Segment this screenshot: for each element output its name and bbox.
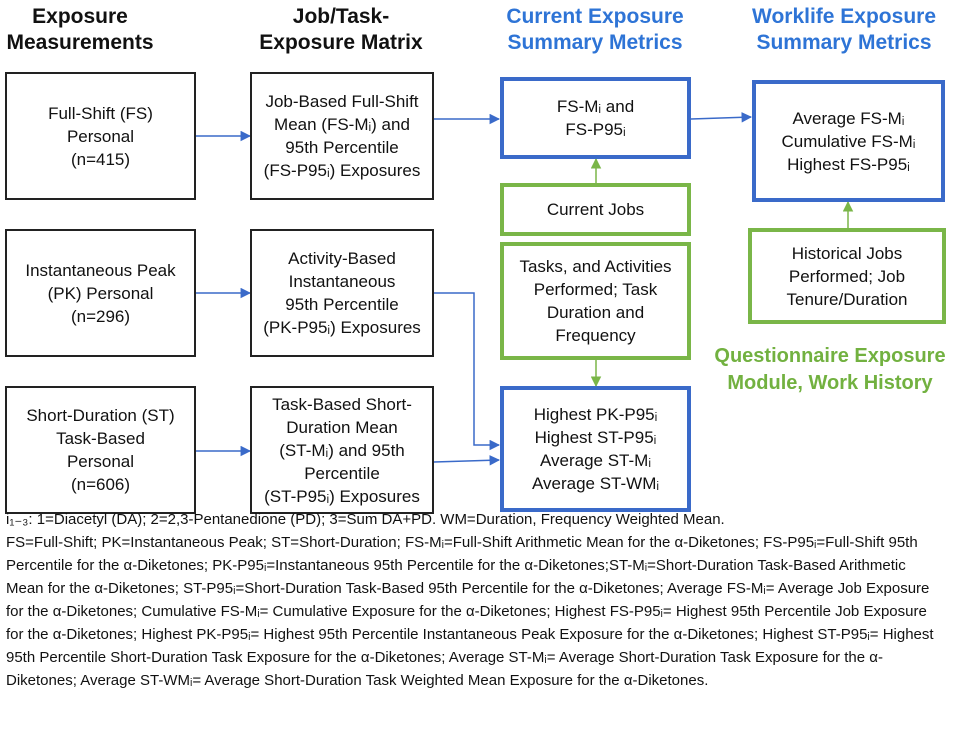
box-line: Duration and — [546, 303, 645, 322]
connector-arrows — [196, 112, 854, 466]
box-line: Short-Duration (ST) — [26, 406, 175, 425]
box-matrix-fs: Job-Based Full-Shift Mean (FS-Mᵢ) and 95… — [250, 72, 434, 200]
footnote-subscripts: i₁₋₃: 1=Diacetyl (DA); 2=2,3-Pentanedion… — [6, 511, 725, 528]
box-line: Frequency — [555, 326, 636, 345]
box-line: Percentile — [304, 463, 380, 483]
box-line: Average FS-Mᵢ — [792, 108, 905, 128]
box-line: (PK) Personal — [47, 283, 154, 303]
footnote-definitions: FS=Full-Shift; PK=Instantaneous Peak; ST… — [6, 534, 934, 689]
box-line: (n=606) — [70, 475, 131, 494]
box-line: (ST-P95ᵢ) Exposures — [264, 486, 420, 506]
box-line: Historical Jobs — [791, 243, 903, 263]
box-line: Tenure/Duration — [786, 289, 908, 309]
box-line: Task-Based Short- — [272, 394, 412, 414]
box-line: (ST-Mᵢ) and 95th — [279, 440, 405, 460]
questionnaire-line: Module, Work History — [727, 372, 933, 394]
header-line: Summary Metrics — [507, 31, 683, 54]
box-line: Personal — [66, 452, 135, 471]
box-line: (PK-P95ᵢ) Exposures — [263, 318, 421, 337]
header-exposure-measurements: Exposure Measurements — [0, 4, 160, 56]
box-tasks-activities: Tasks, and Activities Performed; Task Du… — [500, 242, 691, 360]
header-line: Current Exposure — [506, 5, 684, 28]
box-current-fs-metrics: FS-Mᵢ and FS-P95ᵢ — [500, 77, 691, 159]
box-line: FS-Mᵢ and — [556, 97, 635, 116]
box-line: Average ST-WMᵢ — [531, 474, 660, 493]
box-line: Task-Based — [56, 429, 145, 448]
box-line: Average ST-Mᵢ — [539, 451, 651, 470]
box-matrix-pk: Activity-Based Instantaneous 95th Percen… — [250, 229, 434, 357]
questionnaire-label: Questionnaire Exposure Module, Work Hist… — [700, 343, 957, 397]
box-line: Mean (FS-Mᵢ) and — [274, 115, 410, 134]
box-current-jobs: Current Jobs — [500, 183, 691, 236]
box-st-personal: Short-Duration (ST) Task-Based Personal … — [5, 386, 196, 514]
header-line: Measurements — [6, 31, 154, 54]
box-line: Highest FS-P95ᵢ — [787, 154, 910, 174]
header-line: Summary Metrics — [756, 31, 932, 54]
header-current-metrics: Current Exposure Summary Metrics — [490, 4, 700, 56]
questionnaire-line: Questionnaire Exposure — [714, 345, 946, 367]
header-line: Job/Task- — [292, 5, 390, 28]
header-line: Exposure Matrix — [259, 31, 423, 54]
box-fs-personal: Full-Shift (FS) Personal (n=415) — [5, 72, 196, 200]
box-line: Current Jobs — [546, 200, 645, 219]
box-historical-jobs: Historical Jobs Performed; Job Tenure/Du… — [748, 228, 946, 324]
box-line: Cumulative FS-Mᵢ — [781, 131, 916, 151]
box-line: Performed; Job — [788, 266, 906, 286]
header-line: Exposure — [32, 5, 128, 28]
box-line: Full-Shift (FS) — [48, 103, 153, 123]
box-line: 95th Percentile — [285, 138, 399, 157]
box-worklife-metrics: Average FS-Mᵢ Cumulative FS-Mᵢ Highest F… — [752, 80, 945, 202]
box-line: Activity-Based — [288, 249, 396, 268]
box-line: Performed; Task — [533, 280, 658, 299]
box-matrix-st: Task-Based Short- Duration Mean (ST-Mᵢ) … — [250, 386, 434, 514]
box-line: Duration Mean — [286, 417, 398, 437]
box-line: Highest ST-P95ᵢ — [534, 428, 657, 447]
header-line: Worklife Exposure — [752, 5, 936, 28]
box-line: FS-P95ᵢ — [565, 120, 626, 139]
box-line: Highest PK-P95ᵢ — [533, 405, 658, 424]
arrow-current-to-worklife — [690, 112, 753, 123]
box-line: Tasks, and Activities — [519, 257, 672, 276]
footnotes: i₁₋₃: 1=Diacetyl (DA); 2=2,3-Pentanedion… — [6, 508, 946, 692]
arrow-st-matrix-to-highest — [433, 455, 501, 466]
header-job-task-matrix: Job/Task- Exposure Matrix — [248, 4, 434, 56]
box-line: 95th Percentile — [285, 295, 399, 314]
box-line: (FS-P95ᵢ) Exposures — [263, 161, 421, 180]
box-highest-metrics: Highest PK-P95ᵢ Highest ST-P95ᵢ Average … — [500, 386, 691, 512]
box-line: (n=415) — [70, 149, 131, 169]
box-pk-personal: Instantaneous Peak (PK) Personal (n=296) — [5, 229, 196, 357]
box-line: Instantaneous — [288, 272, 396, 291]
header-worklife-metrics: Worklife Exposure Summary Metrics — [738, 4, 950, 56]
box-line: Job-Based Full-Shift — [265, 92, 419, 111]
box-line: (n=296) — [70, 306, 131, 326]
arrow-pk-matrix-to-highest — [434, 292, 501, 451]
box-line: Personal — [66, 126, 135, 146]
box-line: Instantaneous Peak — [25, 260, 176, 280]
